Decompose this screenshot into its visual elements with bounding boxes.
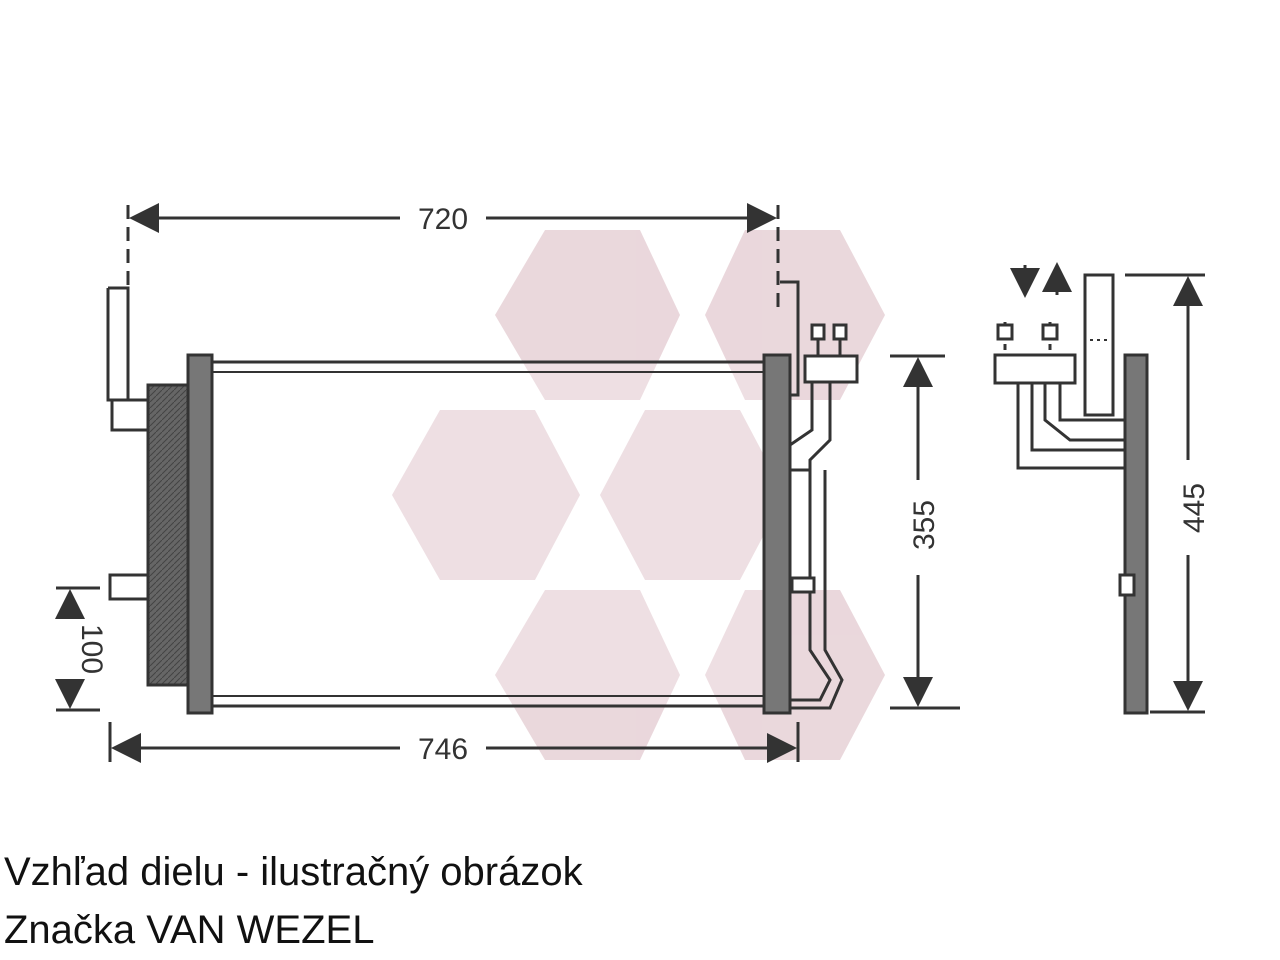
condenser-side-view — [993, 262, 1149, 715]
condenser-technical-drawing: 720 746 100 355 445 — [55, 203, 1211, 766]
dimension-445-label: 445 — [1178, 483, 1211, 533]
dimension-left — [55, 586, 100, 712]
dimension-bottom — [108, 722, 800, 763]
dimension-445 — [1125, 273, 1205, 714]
dimension-355 — [890, 354, 960, 710]
condenser-front-view — [106, 280, 859, 715]
caption-illustrative: Vzhľad dielu - ilustračný obrázok — [4, 850, 583, 894]
dimension-100-label: 100 — [75, 624, 108, 674]
dimension-355-label: 355 — [908, 500, 941, 550]
caption-brand: Značka VAN WEZEL — [4, 908, 375, 952]
dimension-720-label: 720 — [418, 203, 468, 236]
dimension-746-label: 746 — [418, 733, 468, 766]
